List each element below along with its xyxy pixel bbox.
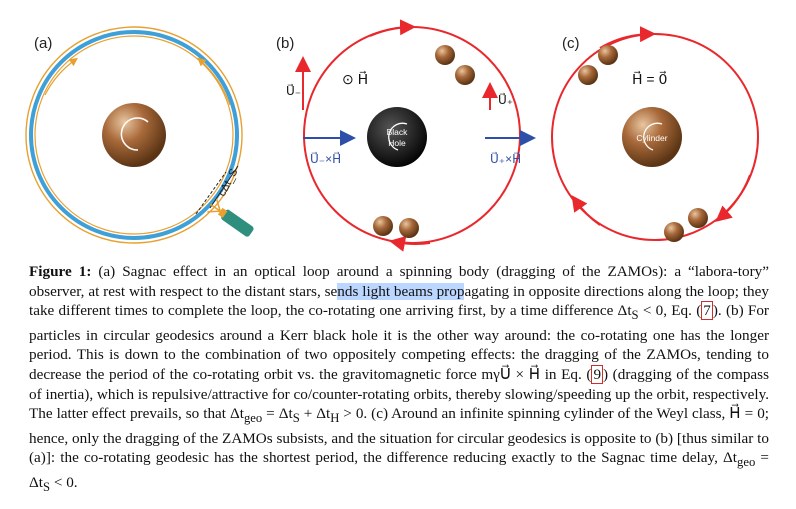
caption-sub: geo [737,455,756,470]
caption-text-1: (a) Sagnac effect in an optical loop aro… [29,263,769,300]
caption-sub: geo [243,411,263,426]
laser-source-icon [207,198,254,237]
caption-label: Figure 1: [29,263,92,280]
equation-ref-link[interactable]: 7 [701,301,713,321]
particle [435,45,455,65]
u-minus-label: U⃗₋ [286,83,301,98]
force-left-label: U⃗₋×H⃗ [310,151,341,166]
particle [399,218,419,238]
panel-a-label: (a) [34,35,53,52]
spin-arrow-icon [120,117,149,151]
particle [455,65,475,85]
counter-rotating-beam-arrow [44,57,78,96]
caption-sub: H [330,411,340,426]
black-hole-label-1: Black [387,127,409,137]
panel-c: H⃗ = 0⃗ Cylinder [551,26,759,242]
panel-b: U⃗₋ U⃗₊ U⃗₋×H⃗ U⃗₊×H⃗ ⊙ H⃗ Black Hole [286,19,536,252]
panel-b-label: (b) [276,35,295,52]
panel-a: cΔt_S [25,26,254,244]
caption-text-6: = Δt [262,405,293,423]
caption-text-8: > 0. (c) Around an infinite spinning cyl… [29,405,770,467]
caption-text-9: = Δt [29,449,769,492]
caption-text-2: agating in opposite directions along the… [29,282,769,320]
caption-text-3: < 0, Eq. [638,302,697,320]
spin-arrow-icon [388,122,408,151]
cylinder [622,107,682,167]
orange-inner-loop [34,35,234,235]
spinning-body [102,103,166,167]
particle [688,208,708,228]
figure: (a) (b) (c) [25,19,759,252]
h-field-label: ⊙ H⃗ [342,70,368,87]
co-rotating-beam-arrow [197,57,231,106]
caption-sub: S [631,308,639,323]
caption-text-10: < 0. [50,474,78,492]
optical-fiber-loop [29,30,239,240]
figure-caption: Figure 1: (a) Sagnac effect in an optica… [29,263,770,495]
cylinder-label: Cylinder [636,133,667,143]
black-hole-label-2: Hole [388,138,406,148]
spin-arrow-icon [643,122,663,151]
particle [373,216,393,236]
particle [578,65,598,85]
black-hole [367,107,427,167]
caption-text-7: + Δt [299,405,331,423]
selected-text[interactable]: nds light beams prop [337,282,465,300]
force-right-label: U⃗₊×H⃗ [490,151,521,166]
caption-sub: S [292,411,300,426]
orange-outer-loop [25,26,243,244]
u-plus-label: U⃗₊ [498,92,513,107]
particle [598,45,618,65]
panel-c-label: (c) [562,35,580,52]
caption-text-5: (dragging of the compass of inertia), wh… [29,366,769,423]
equation-ref-link[interactable]: 9 [591,365,604,384]
caption-sub: S [43,480,51,495]
h-zero-label: H⃗ = 0⃗ [632,70,667,87]
caption-text-4: . (b) For particles in circular geodesic… [29,302,769,383]
particle [664,222,684,242]
figure-drawing: cΔt_S U⃗₋ U⃗₊ U⃗₋×H⃗ U⃗₊×H⃗ ⊙ H⃗ Black [25,19,759,252]
time-delay-label: cΔt_S [216,167,240,199]
